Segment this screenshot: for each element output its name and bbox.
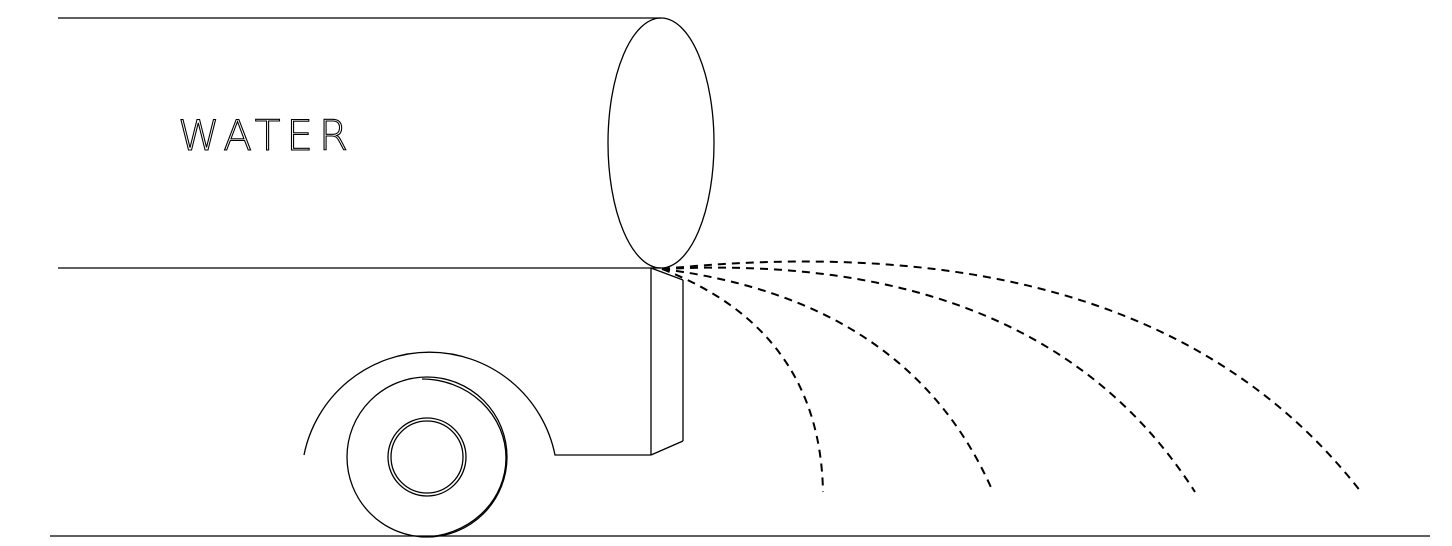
spray-arc-1 (661, 268, 824, 493)
rear-tire (346, 376, 508, 538)
tank-label: WATER (178, 111, 354, 160)
bracket-bottom-edge (650, 440, 684, 456)
spray-bar-bracket (650, 267, 684, 456)
truck-body (303, 351, 651, 456)
spray-arc-4 (661, 260, 1362, 493)
spray-arc-2 (661, 268, 994, 493)
rear-tire-back (421, 378, 507, 538)
water-spray (661, 260, 1362, 493)
tank-end-cap (607, 17, 715, 269)
rear-wheel (346, 376, 508, 538)
truck-fender-line (303, 351, 651, 456)
water-tank: WATER (58, 17, 715, 269)
wheel-hub-inner (390, 420, 464, 494)
spray-arc-3 (661, 266, 1196, 493)
bracket-top-edge (650, 267, 684, 281)
wheel-hub-outer (387, 417, 467, 497)
